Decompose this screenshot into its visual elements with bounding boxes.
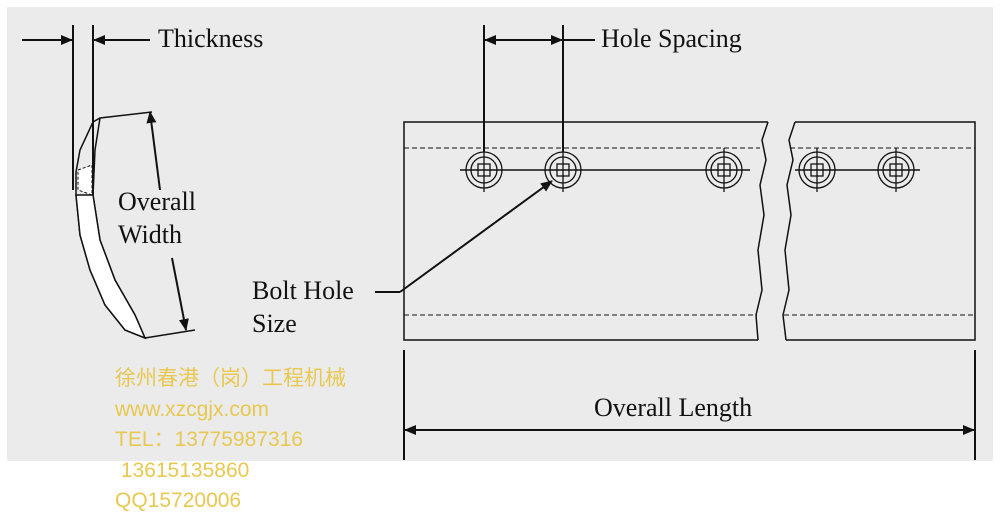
overall-length-dimension [403, 350, 976, 460]
hole-spacing-dimension [483, 25, 595, 152]
thickness-label: Thickness [158, 24, 264, 53]
watermark-tel2: 13615135860 [115, 459, 250, 482]
watermark-qq: QQ15720006 [115, 489, 242, 512]
bolt-hole [544, 148, 582, 192]
watermark-website: www.xzcgjx.com [115, 398, 270, 421]
watermark-company: 徐州春港（岗）工程机械 [115, 367, 346, 390]
thickness-dimension [22, 25, 150, 195]
bolt-hole-leader [375, 180, 553, 293]
diagram-panel [7, 7, 993, 461]
side-profile [75, 111, 196, 340]
bolt-hole-size-label-line2: Size [252, 309, 297, 338]
watermark-tel: TEL：13775987316 [115, 428, 303, 451]
bolt-hole [465, 148, 503, 192]
bolt-hole-size-label-line1: Bolt Hole [252, 276, 354, 305]
bolt-hole [798, 148, 836, 192]
hole-spacing-label: Hole Spacing [601, 24, 742, 53]
bolt-hole [705, 148, 743, 192]
bolt-hole [877, 148, 915, 192]
overall-width-label-line1: Overall [118, 187, 196, 216]
overall-length-label: Overall Length [590, 392, 757, 424]
bar-plan-view [403, 121, 976, 341]
overall-width-label-line2: Width [118, 220, 182, 249]
